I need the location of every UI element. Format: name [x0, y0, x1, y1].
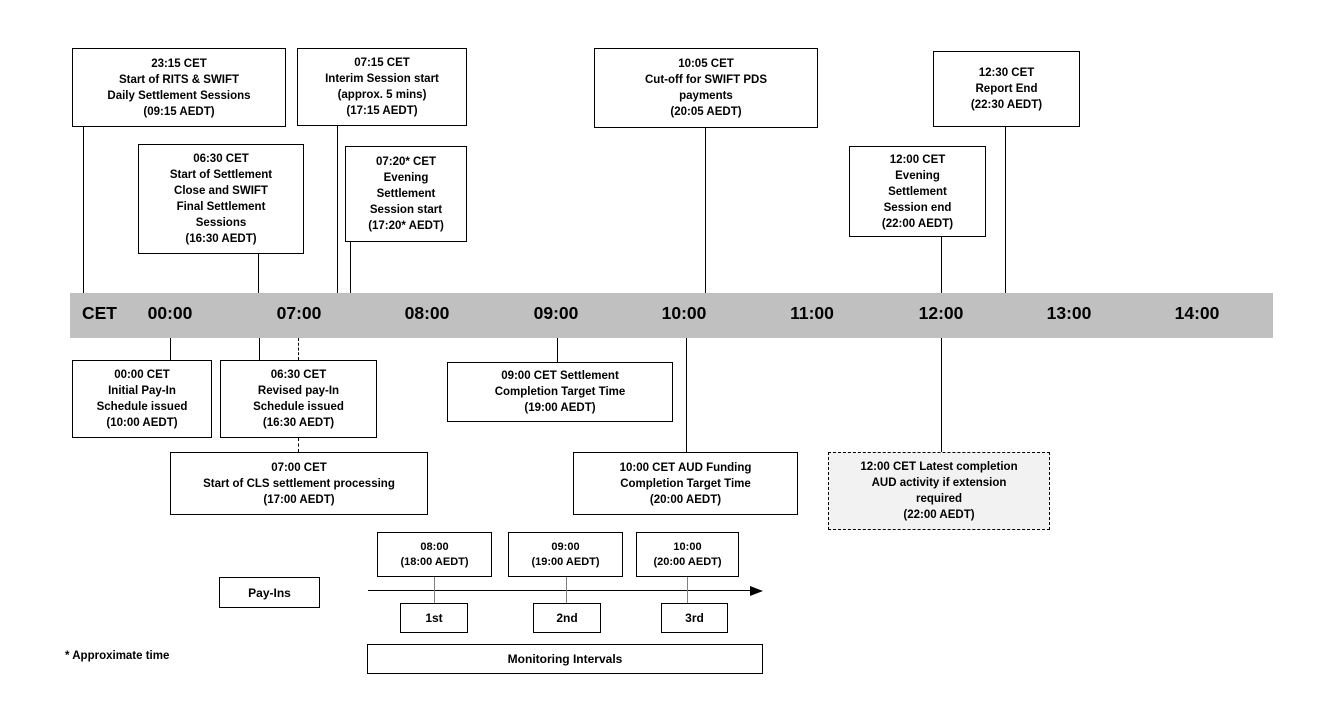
event-box-revised-payin-schedule: 06:30 CET Revised pay-In Schedule issued…	[220, 360, 377, 438]
payin-time-box-1: 08:00 (18:00 AEDT)	[377, 532, 492, 577]
event-box-evening-session-end: 12:00 CET Evening Settlement Session end…	[849, 146, 986, 237]
tick-label-0000: 00:00	[147, 303, 193, 323]
tick-label-1400: 14:00	[1174, 303, 1220, 323]
timeline-axis-label: CET	[82, 303, 117, 323]
tick-label-1100: 11:00	[790, 303, 834, 323]
connector-line	[557, 338, 558, 362]
connector-line	[941, 237, 942, 293]
connector-line	[170, 338, 171, 360]
payin-ordinal-box-2: 2nd	[533, 603, 601, 633]
timeline-bar	[70, 293, 1273, 338]
payin-time-box-3: 10:00 (20:00 AEDT)	[636, 532, 739, 577]
payins-arrowhead-icon	[750, 586, 763, 596]
event-box-evening-session-start: 07:20* CET Evening Settlement Session st…	[345, 146, 467, 242]
payin-ordinal-box-1: 1st	[400, 603, 468, 633]
event-box-report-end: 12:30 CET Report End (22:30 AEDT)	[933, 51, 1080, 127]
dashed-connector-line	[298, 438, 299, 452]
payins-arrow-line	[368, 590, 751, 591]
event-box-rits-swift-start: 23:15 CET Start of RITS & SWIFT Daily Se…	[72, 48, 286, 127]
event-box-settlement-completion-target: 09:00 CET Settlement Completion Target T…	[447, 362, 673, 422]
connector-line	[350, 242, 351, 293]
connector-line	[941, 338, 942, 452]
event-box-aud-funding-completion-target: 10:00 CET AUD Funding Completion Target …	[573, 452, 798, 515]
monitoring-intervals-box: Monitoring Intervals	[367, 644, 763, 674]
payin-tick-line	[687, 577, 688, 603]
event-box-initial-payin-schedule: 00:00 CET Initial Pay-In Schedule issued…	[72, 360, 212, 438]
payin-tick-line	[566, 577, 567, 603]
connector-line	[258, 254, 259, 293]
approximate-time-footnote: * Approximate time	[65, 650, 170, 662]
connector-line	[337, 126, 338, 293]
dashed-connector-line	[298, 338, 299, 360]
connector-line	[259, 338, 260, 360]
payins-label-box: Pay-Ins	[219, 577, 320, 608]
connector-line	[705, 128, 706, 293]
connector-line	[686, 338, 687, 452]
tick-label-1000: 10:00	[661, 303, 707, 323]
tick-label-0800: 08:00	[404, 303, 450, 323]
tick-label-0700: 07:00	[276, 303, 322, 323]
event-box-latest-completion-extension: 12:00 CET Latest completion AUD activity…	[828, 452, 1050, 530]
payin-ordinal-box-3: 3rd	[661, 603, 728, 633]
connector-line	[83, 127, 84, 293]
event-box-cls-processing-start: 07:00 CET Start of CLS settlement proces…	[170, 452, 428, 515]
event-box-interim-session-start: 07:15 CET Interim Session start (approx.…	[297, 48, 467, 126]
payin-tick-line	[434, 577, 435, 603]
event-box-settlement-close-start: 06:30 CET Start of Settlement Close and …	[138, 144, 304, 254]
tick-label-1300: 13:00	[1046, 303, 1092, 323]
event-box-swift-pds-cutoff: 10:05 CET Cut-off for SWIFT PDS payments…	[594, 48, 818, 128]
tick-label-1200: 12:00	[918, 303, 964, 323]
tick-label-0900: 09:00	[533, 303, 579, 323]
payin-time-box-2: 09:00 (19:00 AEDT)	[508, 532, 623, 577]
connector-line	[1005, 127, 1006, 293]
